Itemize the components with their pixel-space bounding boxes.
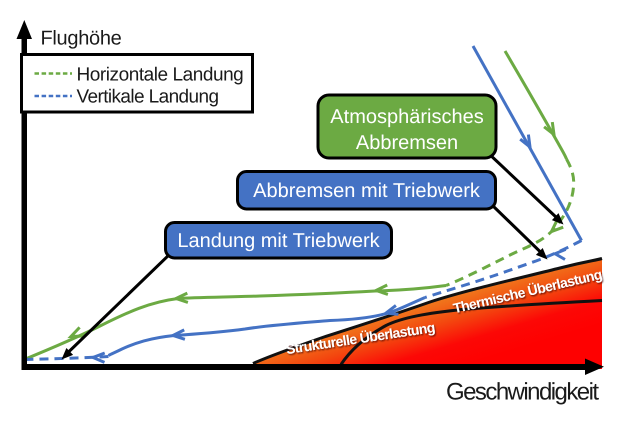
svg-text:Landung mit Triebwerk: Landung mit Triebwerk [177,230,380,252]
svg-text:Flughöhe: Flughöhe [41,28,122,50]
svg-text:Vertikale Landung: Vertikale Landung [77,87,219,108]
svg-text:Horizontale Landung: Horizontale Landung [77,65,244,86]
svg-text:Geschwindigkeit: Geschwindigkeit [446,379,599,406]
svg-text:Abbremsen: Abbremsen [356,132,458,154]
svg-text:Atmosphärisches: Atmosphärisches [330,106,483,128]
svg-text:Abbremsen mit Triebwerk: Abbremsen mit Triebwerk [253,180,481,202]
